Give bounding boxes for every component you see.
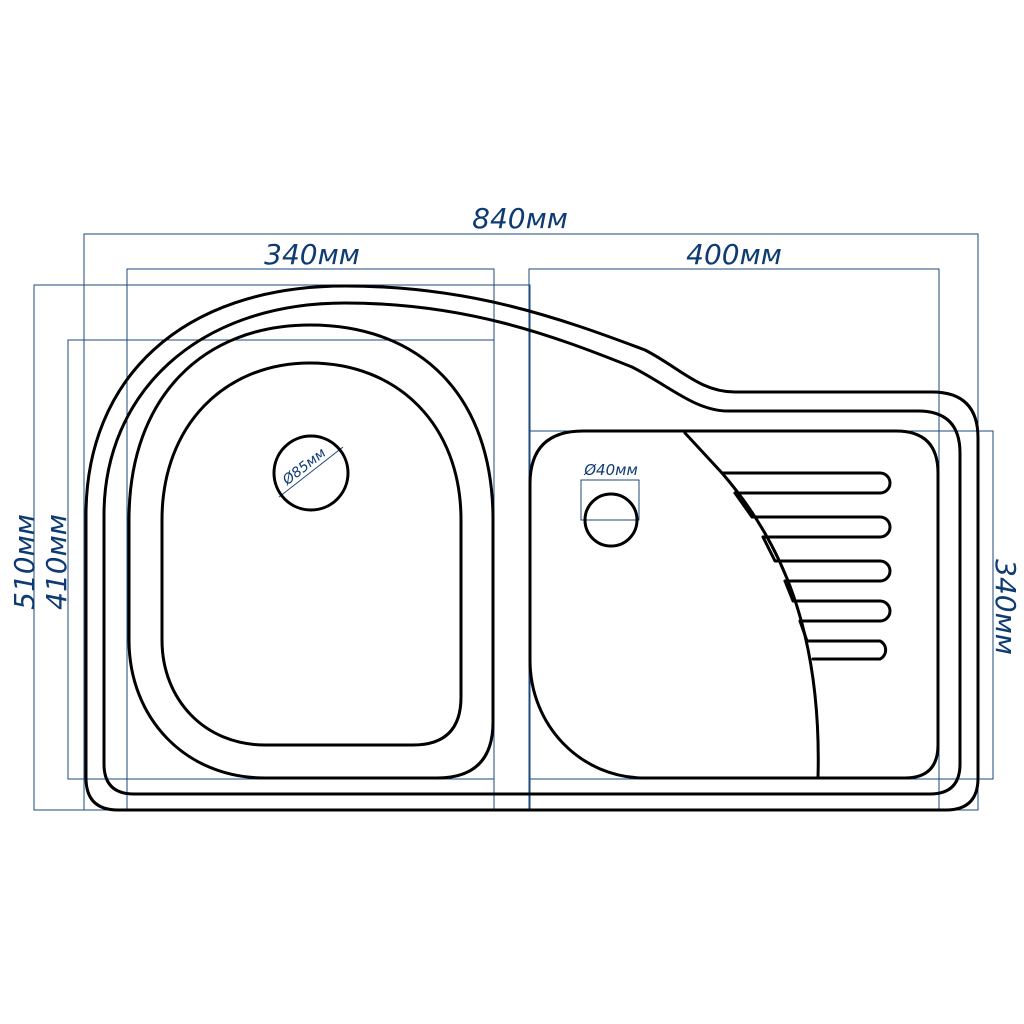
drainer-groove <box>733 491 892 539</box>
outer-rim <box>84 284 980 812</box>
inner-rim <box>102 301 962 796</box>
overflow-dimension-frame <box>580 479 640 521</box>
bowl-inner-edge <box>160 361 463 747</box>
overflow-diameter-label: Ø40мм <box>583 461 638 479</box>
bowl-outer-edge <box>127 323 495 780</box>
drainer-grooves <box>720 471 892 661</box>
total-width-label: 840мм <box>472 202 568 235</box>
drainer-groove <box>798 619 888 661</box>
bowl-width-frame <box>126 268 495 811</box>
drainer-groove <box>761 535 892 583</box>
dimension-labels: 840мм 340мм 400мм 510мм 410мм 340мм Ø85м… <box>8 202 1022 655</box>
total-depth-frame <box>33 284 531 811</box>
total-depth-label: 510мм <box>8 514 41 610</box>
drainer-depth-label: 340мм <box>989 559 1022 655</box>
drainer-edge <box>528 429 940 780</box>
bowl-depth-label: 410мм <box>40 514 73 610</box>
sink-outline <box>84 284 980 812</box>
drainer-groove <box>720 471 892 495</box>
bowl-drain-hole <box>272 434 350 512</box>
dimension-lines <box>33 233 994 811</box>
bowl-drain-diameter-line <box>278 446 344 498</box>
drainer-groove <box>783 579 892 623</box>
bowl-drain-diameter-label: Ø85мм <box>279 445 329 489</box>
bowl-width-label: 340мм <box>264 238 360 271</box>
drainer-width-label: 400мм <box>686 238 782 271</box>
drainer-depth-frame <box>528 430 994 780</box>
drainer-divider <box>683 431 820 780</box>
overflow-hole <box>583 492 639 548</box>
